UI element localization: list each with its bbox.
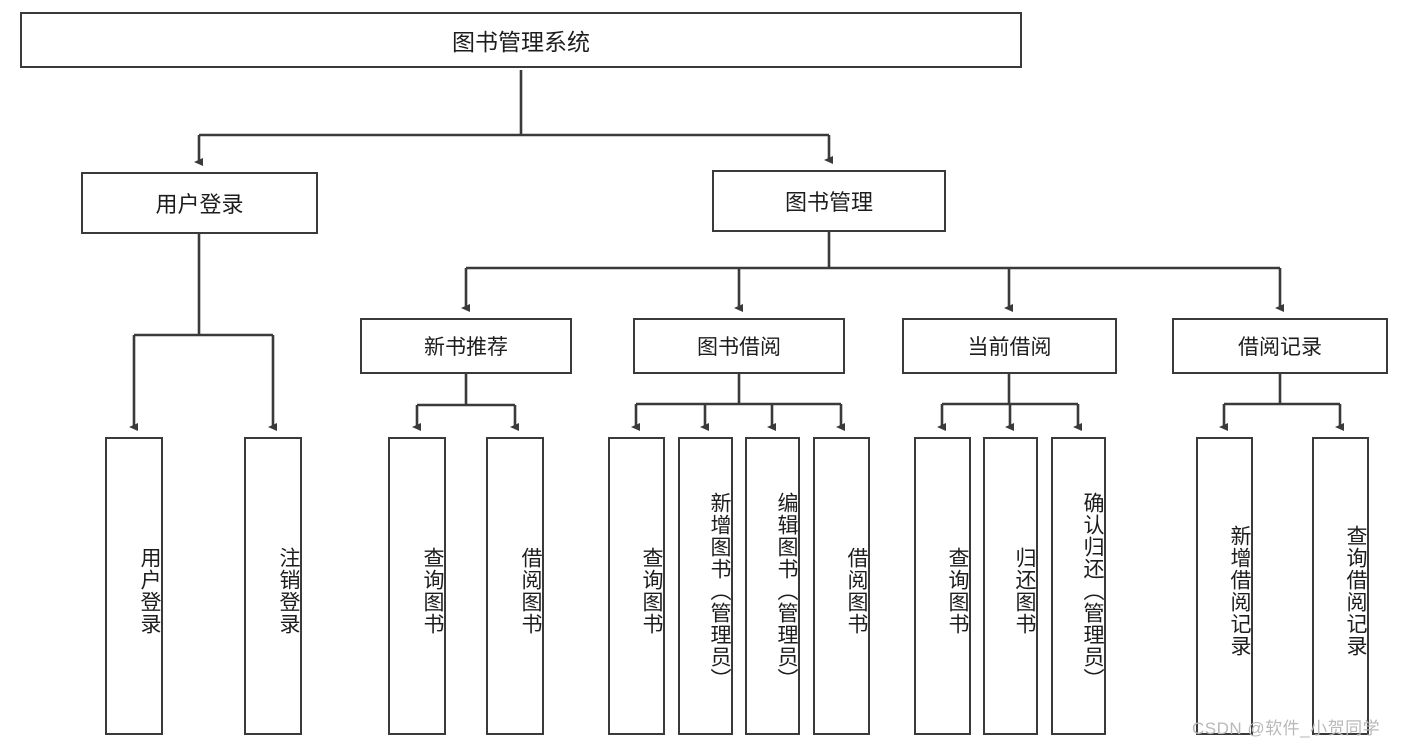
leaf-label: 借阅图书: [845, 547, 868, 635]
leaf-label: 注销登录: [277, 547, 300, 635]
node-current-borrow[interactable]: 当前借阅: [902, 318, 1117, 374]
leaf-label: 查询图书: [421, 547, 444, 635]
leaf-book-borrow-query[interactable]: 查询图书: [608, 437, 665, 735]
leaf-label: 查询图书: [946, 547, 969, 635]
leaf-current-borrow-return[interactable]: 归还图书: [983, 437, 1038, 735]
node-new-book-recommend[interactable]: 新书推荐: [360, 318, 572, 374]
leaf-label: 编辑图书（管理员）: [775, 492, 798, 690]
leaf-borrow-record-query[interactable]: 查询借阅记录: [1312, 437, 1369, 735]
leaf-book-borrow-borrow[interactable]: 借阅图书: [813, 437, 870, 735]
leaf-borrow-record-add[interactable]: 新增借阅记录: [1196, 437, 1253, 735]
leaf-book-borrow-add[interactable]: 新增图书（管理员）: [678, 437, 733, 735]
leaf-user-login-logout[interactable]: 注销登录: [244, 437, 302, 735]
node-root-book-management-system[interactable]: 图书管理系统: [20, 12, 1022, 68]
leaf-label: 查询图书: [640, 547, 663, 635]
leaf-label: 查询借阅记录: [1344, 525, 1367, 657]
leaf-current-borrow-query[interactable]: 查询图书: [914, 437, 971, 735]
leaf-label: 归还图书: [1013, 547, 1036, 635]
leaf-label: 新增借阅记录: [1228, 525, 1251, 657]
node-book-management[interactable]: 图书管理: [712, 170, 946, 232]
leaf-book-borrow-edit[interactable]: 编辑图书（管理员）: [745, 437, 800, 735]
leaf-label: 借阅图书: [519, 547, 542, 635]
leaf-label: 用户登录: [138, 547, 161, 635]
leaf-new-book-query[interactable]: 查询图书: [388, 437, 446, 735]
node-book-borrow[interactable]: 图书借阅: [633, 318, 845, 374]
leaf-user-login-signin[interactable]: 用户登录: [105, 437, 163, 735]
node-user-login[interactable]: 用户登录: [81, 172, 318, 234]
node-borrow-record[interactable]: 借阅记录: [1172, 318, 1388, 374]
leaf-current-borrow-confirm-return[interactable]: 确认归还（管理员）: [1051, 437, 1106, 735]
leaf-label: 新增图书（管理员）: [708, 492, 731, 690]
leaf-label: 确认归还（管理员）: [1081, 492, 1104, 690]
leaf-new-book-borrow[interactable]: 借阅图书: [486, 437, 544, 735]
csdn-watermark: CSDN @软件_小贺同学: [1192, 719, 1381, 738]
